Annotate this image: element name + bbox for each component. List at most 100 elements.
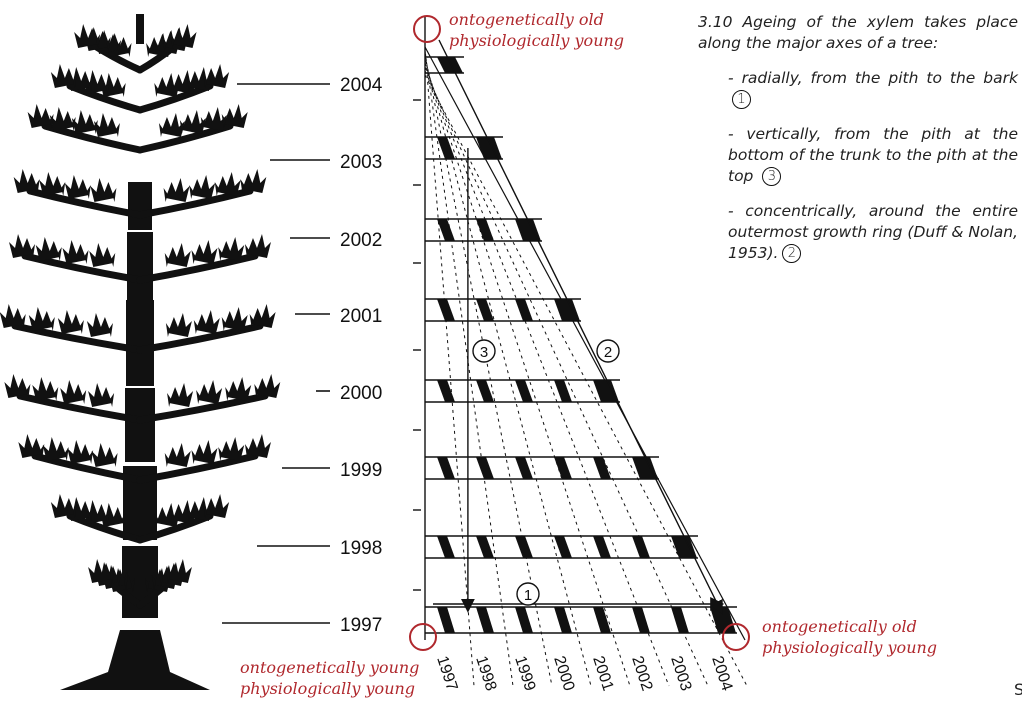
branch-whorl <box>28 104 140 150</box>
branch-whorl <box>9 234 140 280</box>
year-label-1999: 1999 <box>340 460 382 481</box>
tree-illustration <box>0 14 280 690</box>
ring-latewood-band <box>554 607 572 633</box>
caption-title: 3.10 Ageing of the xylem takes place alo… <box>698 12 1018 54</box>
label-top-line1: ontogenetically old <box>449 9 624 30</box>
figure-caption: 3.10 Ageing of the xylem takes place alo… <box>698 12 1018 278</box>
ring-latewood-band <box>593 457 611 479</box>
branch-whorl <box>140 304 276 350</box>
year-tick-1998: 1998 <box>472 654 499 693</box>
foliage <box>168 313 192 337</box>
ring-latewood-band <box>515 607 533 633</box>
foliage <box>198 380 222 404</box>
foliage <box>89 450 93 464</box>
year-label-2000: 2000 <box>340 383 382 404</box>
tree-top <box>136 14 144 44</box>
radial-marker-icon: 1 <box>732 90 751 109</box>
foliage <box>90 178 114 202</box>
foliage <box>222 317 226 331</box>
branch-whorl <box>4 374 140 420</box>
foliage <box>51 64 75 88</box>
ring-latewood-band <box>437 57 463 73</box>
foliage <box>252 304 276 328</box>
foliage <box>164 188 168 202</box>
foliage <box>4 374 28 398</box>
branch-whorl <box>74 24 140 70</box>
foliage <box>167 443 191 467</box>
ring-latewood-band <box>710 607 736 633</box>
foliage <box>88 559 112 583</box>
ring-latewood-band <box>593 536 611 558</box>
caption-radial: - radially, from the pith to the bark 1 <box>728 68 1018 110</box>
red-corner-circle-icon <box>410 624 436 650</box>
concentric-ageing-arrow <box>439 40 721 612</box>
ring-latewood-band <box>554 457 572 479</box>
branch-whorl <box>140 169 266 215</box>
foliage <box>220 437 244 461</box>
foliage <box>194 320 198 334</box>
foliage <box>14 169 38 193</box>
year-tick-1997: 1997 <box>433 654 460 693</box>
ring-dashed-line <box>425 67 669 686</box>
red-corner-circle-icon <box>414 16 440 42</box>
year-label-2003: 2003 <box>340 152 382 173</box>
foliage <box>217 172 241 196</box>
marker-concentric: 2 <box>597 340 619 362</box>
year-label-2001: 2001 <box>340 306 382 327</box>
foliage <box>166 323 170 337</box>
foliage <box>63 240 87 264</box>
branch-whorl <box>140 434 271 480</box>
foliage <box>43 437 67 461</box>
ring-latewood-band <box>632 607 650 633</box>
marker-radial: 1 <box>517 583 539 605</box>
foliage <box>85 250 89 264</box>
year-tick-2000: 2000 <box>550 654 577 693</box>
foliage <box>122 83 126 97</box>
label-bottom-left-line2: physiologically young <box>240 678 419 699</box>
foliage <box>256 374 280 398</box>
branch-whorl <box>140 104 248 150</box>
foliage <box>51 494 75 518</box>
foliage <box>32 377 56 401</box>
foliage <box>82 390 86 404</box>
foliage <box>218 447 222 461</box>
branch-whorl <box>140 234 271 280</box>
outer-ring-boundary <box>425 47 745 640</box>
ring-latewood-band <box>671 607 689 633</box>
ring-latewood-band <box>437 536 455 558</box>
foliage <box>74 24 98 48</box>
ring-latewood-band <box>476 380 494 402</box>
foliage <box>205 494 229 518</box>
ring-latewood-band <box>437 457 455 479</box>
foliage <box>215 182 219 196</box>
foliage <box>205 64 229 88</box>
foliage <box>89 243 113 267</box>
ring-latewood-band <box>437 607 455 633</box>
foliage <box>88 383 112 407</box>
foliage <box>36 237 60 261</box>
foliage <box>87 185 91 199</box>
foliage <box>116 123 120 137</box>
foliage <box>80 320 84 334</box>
foliage <box>168 559 192 583</box>
foliage <box>18 434 42 458</box>
foliage <box>28 104 52 128</box>
svg-text:3: 3 <box>480 344 488 361</box>
branch-whorl <box>18 434 140 480</box>
foliage <box>167 243 191 267</box>
foliage <box>67 440 91 464</box>
year-label-1997: 1997 <box>340 615 382 636</box>
branch-whorl <box>51 64 140 110</box>
foliage <box>9 234 33 258</box>
ring-latewood-band <box>476 219 494 241</box>
foliage <box>242 169 266 193</box>
label-bottom-right: ontogenetically old physiologically youn… <box>762 616 937 658</box>
year-tick-2003: 2003 <box>667 654 694 693</box>
ring-latewood-band <box>515 457 533 479</box>
foliage <box>173 24 197 48</box>
label-bottom-right-line2: physiologically young <box>762 637 937 658</box>
caption-concentric: - concentrically, around the entire oute… <box>728 201 1018 264</box>
caption-vertical: - vertically, from the pith at the botto… <box>728 124 1018 187</box>
tree-root <box>60 630 210 690</box>
year-label-2002: 2002 <box>340 230 382 251</box>
